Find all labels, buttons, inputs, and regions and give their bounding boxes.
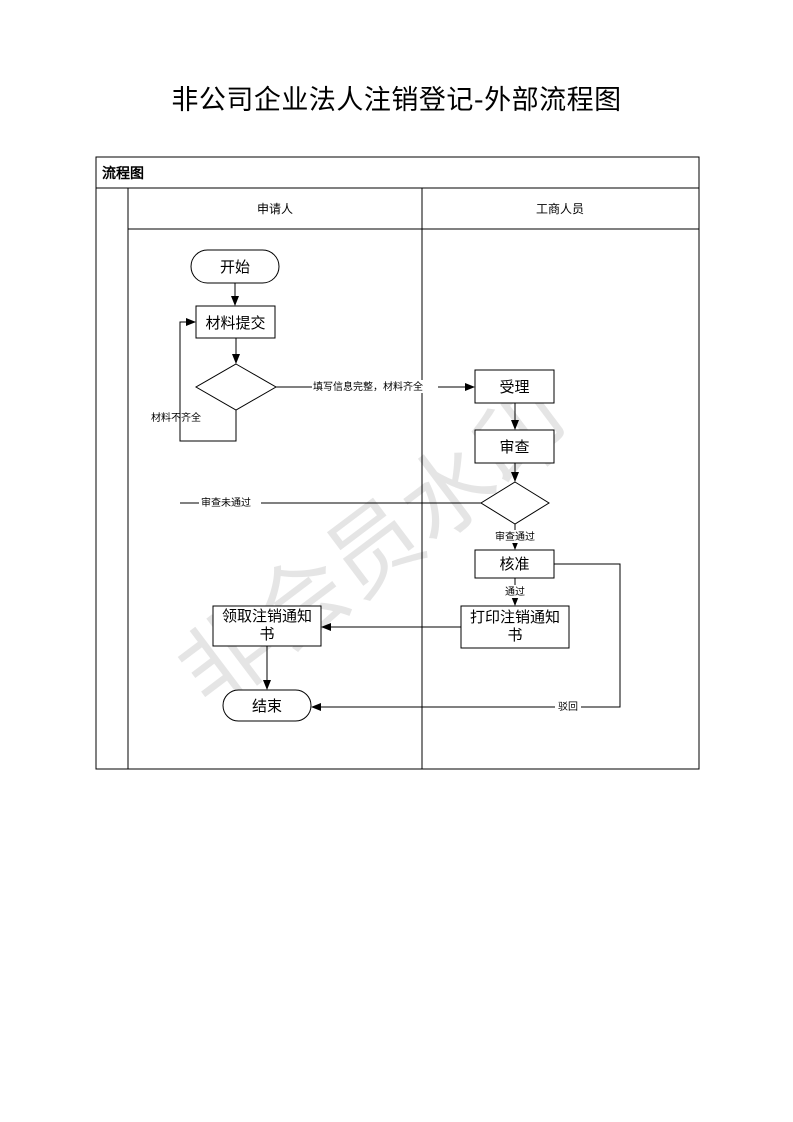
edge-label-incomplete: 材料不齐全 (151, 411, 201, 424)
edge-label-review-pass: 审查通过 (495, 530, 535, 543)
edge-label-pass: 通过 (505, 585, 525, 598)
lane-header-applicant: 申请人 (257, 202, 293, 216)
lane-header-staff: 工商人员 (536, 201, 584, 216)
edge-label-complete: 填写信息完整，材料齐全 (313, 380, 423, 393)
completeness-decision (194, 363, 278, 411)
accept-node (474, 369, 555, 404)
review-node (474, 429, 555, 464)
receive-notice-label-line2: 书 (259, 625, 274, 643)
print-notice-label-line1: 打印注销通知 (470, 608, 560, 626)
page-title: 非公司企业法人注销登记-外部流程图 (171, 85, 622, 116)
receive-notice-node (212, 605, 322, 647)
edge-incomplete (179, 318, 237, 442)
section-title: 流程图 (102, 165, 144, 182)
receive-notice-label-line1: 领取注销通知 (222, 607, 312, 625)
edge-label-reject: 驳回 (558, 701, 578, 713)
edge-reject (311, 563, 621, 711)
review-label: 审查 (499, 438, 529, 456)
start-label: 开始 (220, 258, 250, 276)
print-notice-label-line2: 书 (507, 626, 522, 644)
submit-label: 材料提交 (205, 314, 265, 332)
approve-label: 核准 (499, 555, 529, 573)
end-label: 结束 (252, 697, 282, 715)
print-notice-node (460, 605, 570, 649)
submit-node (195, 305, 276, 339)
swimlane-frame (95, 156, 700, 770)
watermark: 非会员水印 (159, 367, 591, 729)
edge-label-review-fail: 审查未通过 (201, 496, 251, 509)
accept-label: 受理 (499, 378, 529, 396)
